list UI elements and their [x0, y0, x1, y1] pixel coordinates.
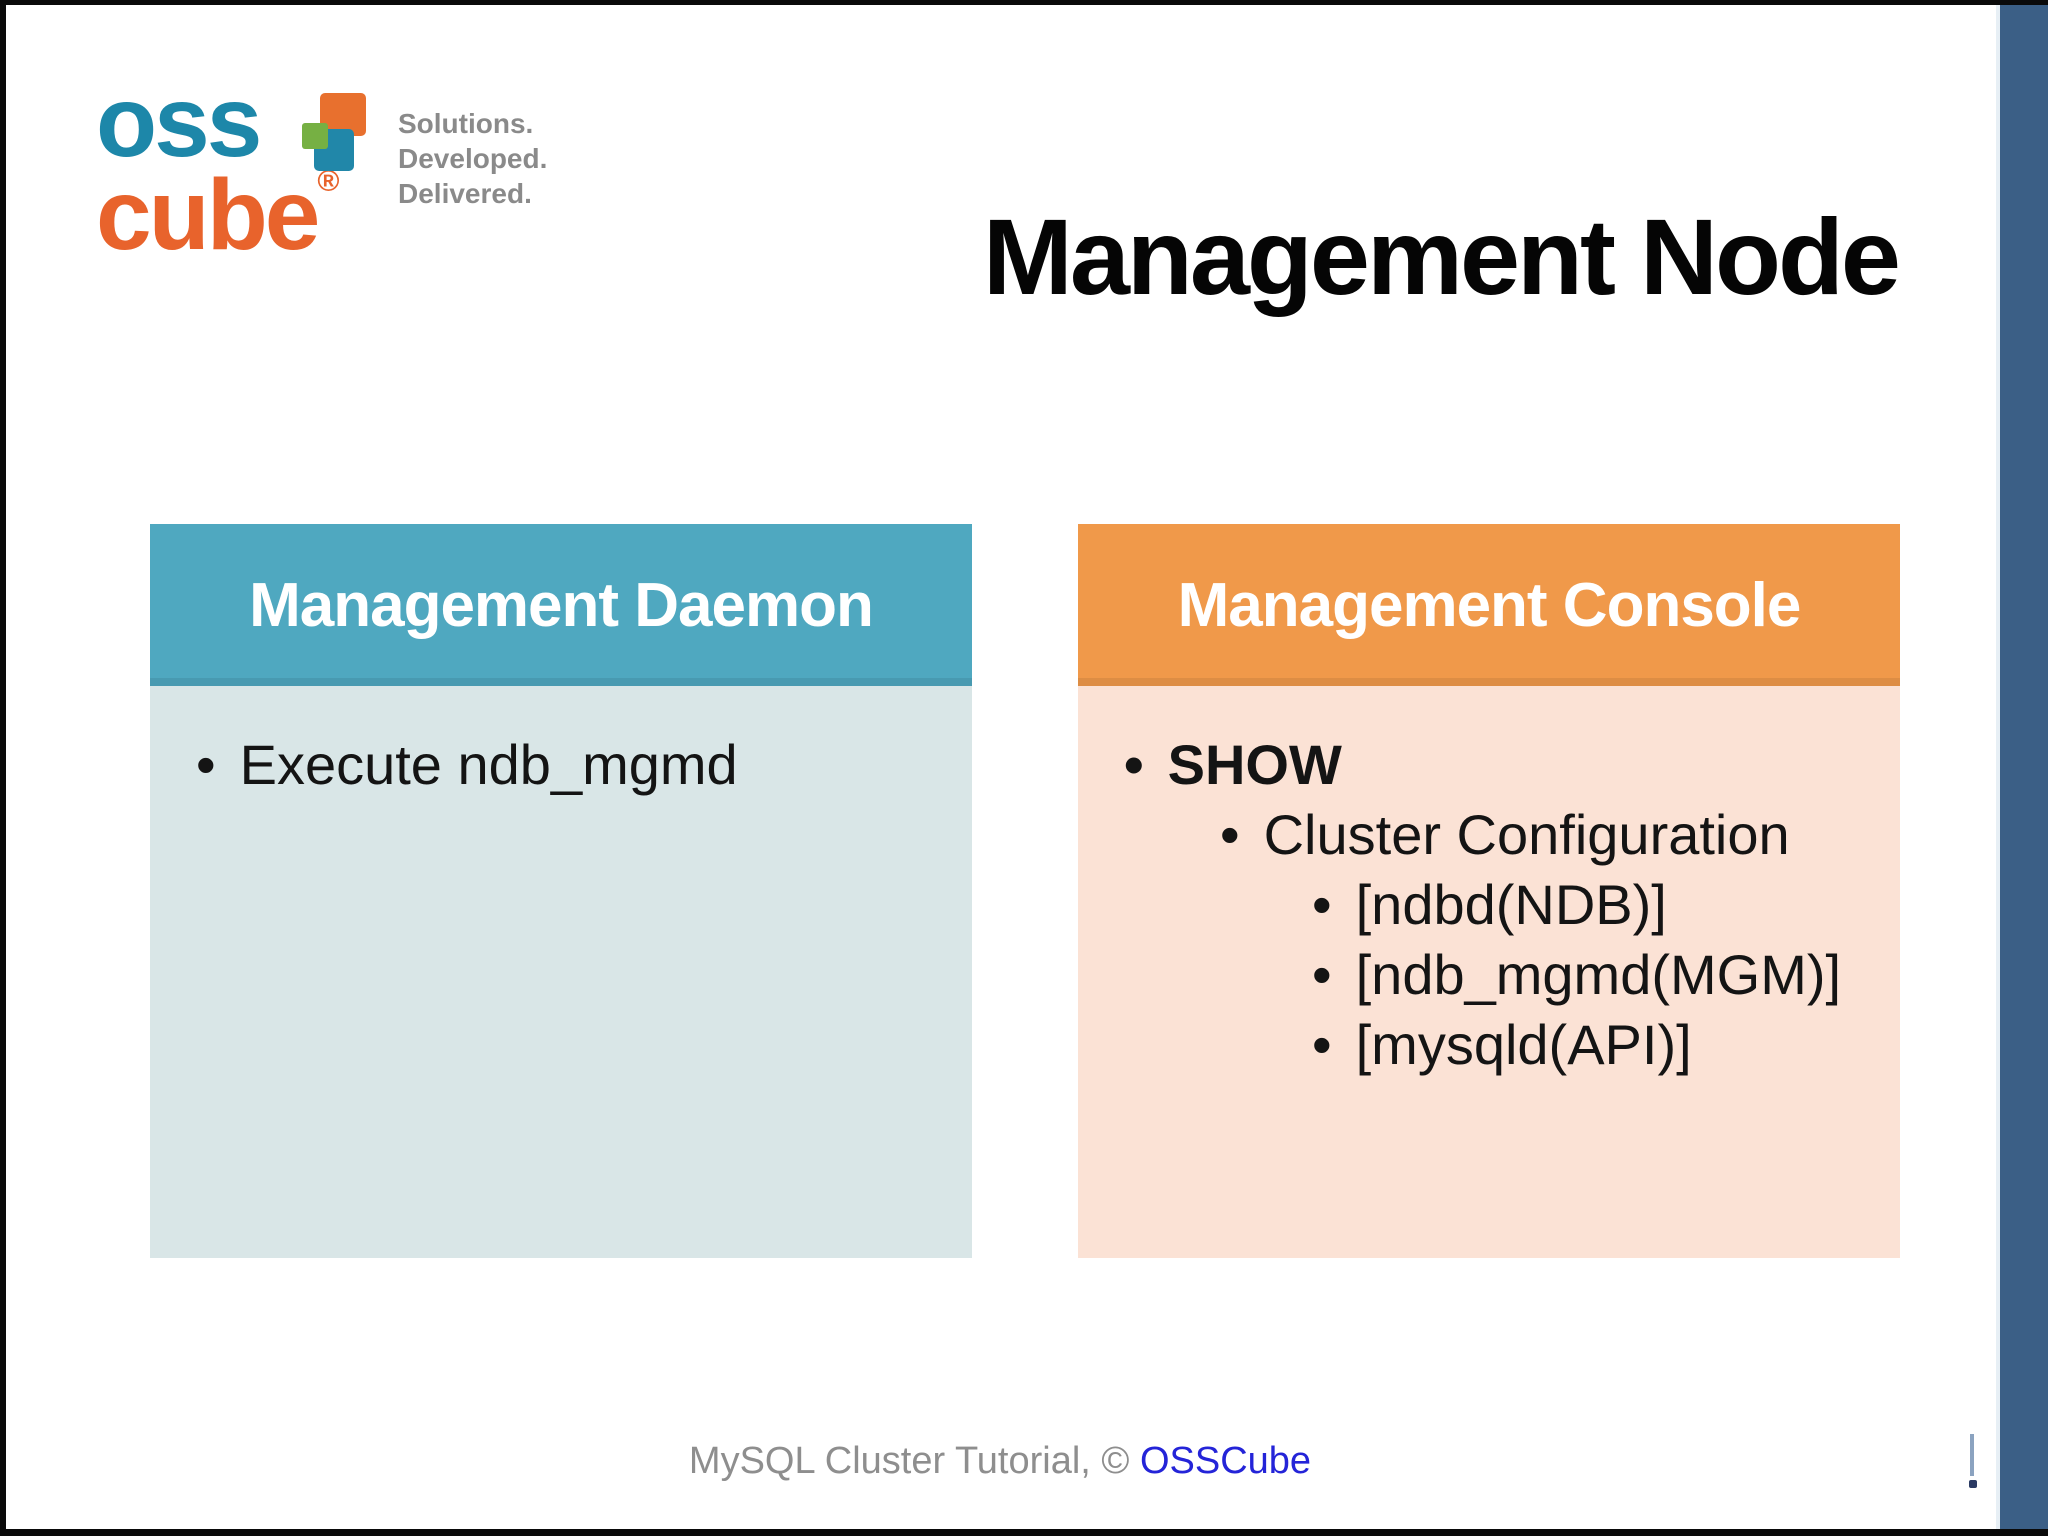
- tagline-line-3: Delivered.: [398, 178, 532, 209]
- bullet-text: [ndbd(NDB)]: [1355, 873, 1667, 936]
- cube-icon: [302, 93, 366, 181]
- bullet-icon: [1312, 1010, 1332, 1080]
- bullet-icon: [1312, 940, 1332, 1010]
- bullet-text: Execute ndb_mgmd: [239, 733, 738, 796]
- registered-mark: ®: [317, 165, 340, 198]
- tagline-line-1: Solutions.: [398, 108, 534, 139]
- bullet-text: [mysqld(API)]: [1355, 1013, 1692, 1076]
- exclamation-dot: [1969, 1480, 1977, 1488]
- logo-tagline: Solutions. Developed. Delivered.: [398, 106, 547, 211]
- footer-text: MySQL Cluster Tutorial, ©: [688, 1440, 1140, 1482]
- bullet-item: Cluster Configuration: [1078, 800, 1900, 870]
- right-bar-gap: [1996, 5, 2000, 1529]
- bullet-item: Execute ndb_mgmd: [150, 730, 972, 800]
- management-console-box: Management Console SHOW Cluster Configur…: [1078, 524, 1900, 1258]
- right-sidebar-strip: [2000, 5, 2048, 1529]
- logo-text-cube-word: cube: [96, 159, 320, 271]
- slide-footer: MySQL Cluster Tutorial, © OSSCube: [0, 1440, 2000, 1483]
- cube-icon-green-square: [302, 123, 328, 149]
- management-console-body: SHOW Cluster Configuration [ndbd(NDB)] […: [1078, 686, 1900, 1258]
- osscube-logo: oss cube® Solutions. Developed. Delivere…: [96, 72, 547, 265]
- page-title: Management Node: [982, 196, 1901, 317]
- bullet-text: [ndb_mgmd(MGM)]: [1355, 943, 1842, 1006]
- management-daemon-header: Management Daemon: [150, 524, 972, 686]
- bullet-item: [ndbd(NDB)]: [1078, 870, 1900, 940]
- logo-text-oss: oss: [96, 66, 262, 178]
- bullet-item: SHOW: [1078, 730, 1900, 800]
- bullet-icon: [196, 730, 216, 800]
- bullet-item: [mysqld(API)]: [1078, 1010, 1900, 1080]
- exclamation-line: [1970, 1434, 1974, 1476]
- bullet-icon: [1220, 800, 1240, 870]
- exclamation-icon: [1968, 1434, 1977, 1490]
- footer-osscube-link[interactable]: OSSCube: [1139, 1440, 1312, 1482]
- bullet-item: [ndb_mgmd(MGM)]: [1078, 940, 1900, 1010]
- bullet-icon: [1312, 870, 1332, 940]
- tagline-line-2: Developed.: [398, 143, 548, 174]
- bullet-icon: [1124, 730, 1144, 800]
- management-daemon-box: Management Daemon Execute ndb_mgmd: [150, 524, 972, 1258]
- bullet-text: SHOW: [1167, 733, 1342, 796]
- management-console-header: Management Console: [1078, 524, 1900, 686]
- logo-text-cube: cube®: [96, 132, 340, 265]
- management-daemon-body: Execute ndb_mgmd: [150, 686, 972, 1258]
- bullet-text: Cluster Configuration: [1263, 803, 1790, 866]
